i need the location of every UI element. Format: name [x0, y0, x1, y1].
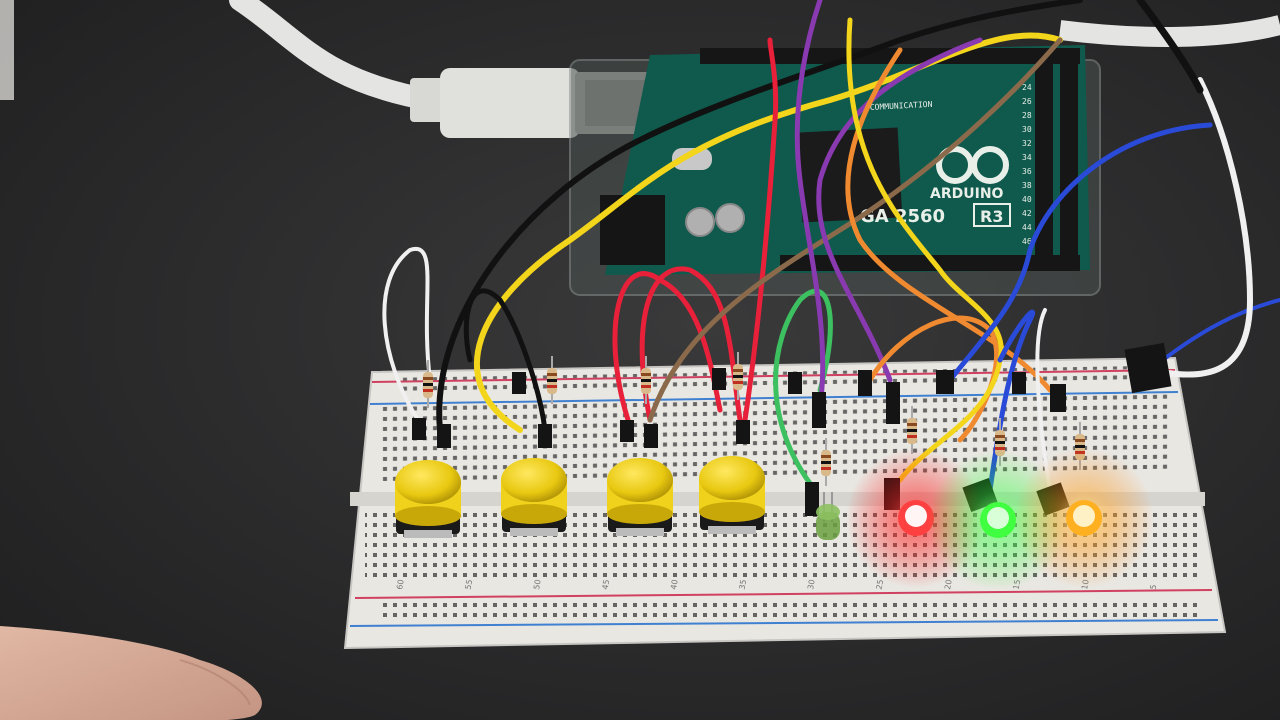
column-number: 50 [532, 579, 543, 591]
pin-number: 40 [1022, 195, 1032, 204]
wire-green [773, 288, 833, 493]
pin-number: 26 [1022, 97, 1032, 106]
pin-number: 42 [1022, 209, 1032, 218]
push-buttons [395, 456, 765, 538]
button-3[interactable] [607, 458, 673, 536]
wire-red-2 [639, 266, 743, 423]
table-edge-light [0, 0, 14, 100]
led-yellow [1014, 448, 1154, 588]
board-revision: R3 [980, 207, 1003, 226]
board-model: GA 2560 [860, 206, 945, 227]
resistor [733, 352, 743, 400]
wire-blue-2 [947, 122, 1213, 383]
pin-number: 24 [1022, 83, 1032, 92]
pin-number-labels: 24 26 28 30 32 34 36 38 40 42 44 46 [1022, 83, 1032, 246]
column-number: 55 [464, 579, 475, 591]
button-2[interactable] [501, 458, 567, 536]
wire-blue-right [1148, 298, 1280, 372]
wire-yellow-2 [846, 17, 1004, 483]
jumper-wires [382, 0, 1280, 493]
resistor [995, 418, 1005, 466]
arduino-logo: ARDUINO [930, 146, 1009, 202]
pin-number: 44 [1022, 223, 1032, 232]
column-number: 45 [601, 579, 612, 591]
column-number: 20 [943, 579, 954, 591]
pin-number: 46 [1022, 237, 1032, 246]
led-green-off [816, 492, 840, 540]
capacitor [685, 207, 715, 237]
column-number: 35 [738, 579, 749, 591]
wire-red-3 [742, 37, 779, 423]
column-number: 25 [875, 579, 886, 591]
wire-black-1 [436, 0, 1083, 433]
resistor [907, 406, 917, 454]
wire-purple-2 [816, 37, 983, 383]
finger [0, 626, 262, 720]
board-brand: ARDUINO [930, 186, 1004, 202]
column-number: 60 [395, 579, 406, 591]
white-cable-top [1058, 15, 1280, 47]
capacitor [715, 203, 745, 233]
pin-number: 30 [1022, 125, 1032, 134]
leds [816, 448, 1154, 590]
button-4[interactable] [699, 456, 765, 534]
wire-red-1 [612, 271, 723, 423]
pin-number: 34 [1022, 153, 1032, 162]
power-jack [600, 195, 665, 265]
pin-number: 38 [1022, 181, 1032, 190]
resistor [821, 438, 831, 486]
wire-brown [647, 37, 1063, 423]
column-number: 5 [1149, 584, 1159, 591]
wire-purple-1 [794, 0, 826, 413]
wire-white-right [1147, 77, 1254, 378]
column-number: 40 [669, 579, 680, 591]
button-1[interactable] [395, 460, 461, 538]
pin-number: 36 [1022, 167, 1032, 176]
arduino-mega-board: ARDUINO GA 2560 R3 COMMUNICATION 24 26 28 3… [600, 45, 1090, 275]
column-number: 30 [806, 579, 817, 591]
resistor [423, 360, 433, 408]
wire-yellow-main [473, 32, 1063, 433]
pin-number: 32 [1022, 139, 1032, 148]
wire-black-top [1136, 0, 1204, 94]
header-label: COMMUNICATION [870, 100, 933, 112]
wire-black-2 [463, 288, 548, 433]
wire-white-left [382, 246, 432, 422]
resistor [641, 356, 651, 404]
resistors [423, 352, 1085, 486]
resistor [547, 356, 557, 404]
pin-number: 28 [1022, 111, 1032, 120]
